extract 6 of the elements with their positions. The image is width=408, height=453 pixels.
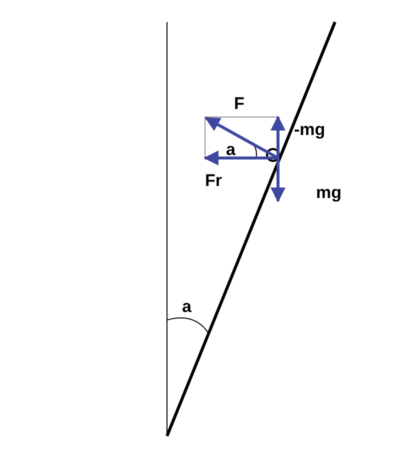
angle-label: a: [226, 141, 236, 158]
force-label: F: [234, 95, 244, 112]
force-label: -mg: [294, 121, 326, 138]
force-label: mg: [316, 184, 342, 201]
angle-label: a: [182, 298, 192, 315]
force-label: Fr: [205, 172, 222, 189]
